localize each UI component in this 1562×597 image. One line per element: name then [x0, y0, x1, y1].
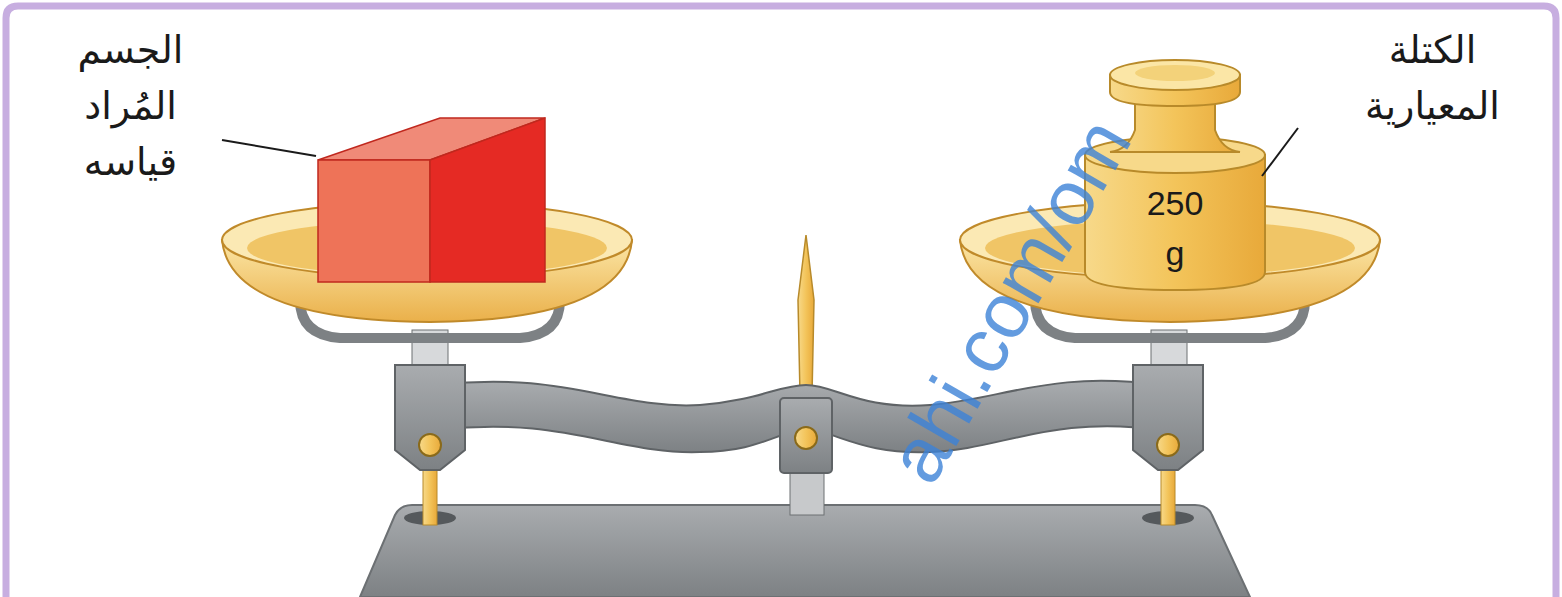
standard-mass-label: الكتلة المعيارية — [1330, 22, 1535, 134]
scale-base — [360, 505, 1250, 597]
frame — [6, 6, 1556, 597]
leader-line — [222, 140, 316, 156]
object-label: الجسم المُراد قياسه — [48, 22, 213, 190]
mass-label: 250 g — [1140, 178, 1210, 278]
leader-line — [1262, 128, 1298, 176]
mass-value: 250 g — [1140, 178, 1210, 278]
